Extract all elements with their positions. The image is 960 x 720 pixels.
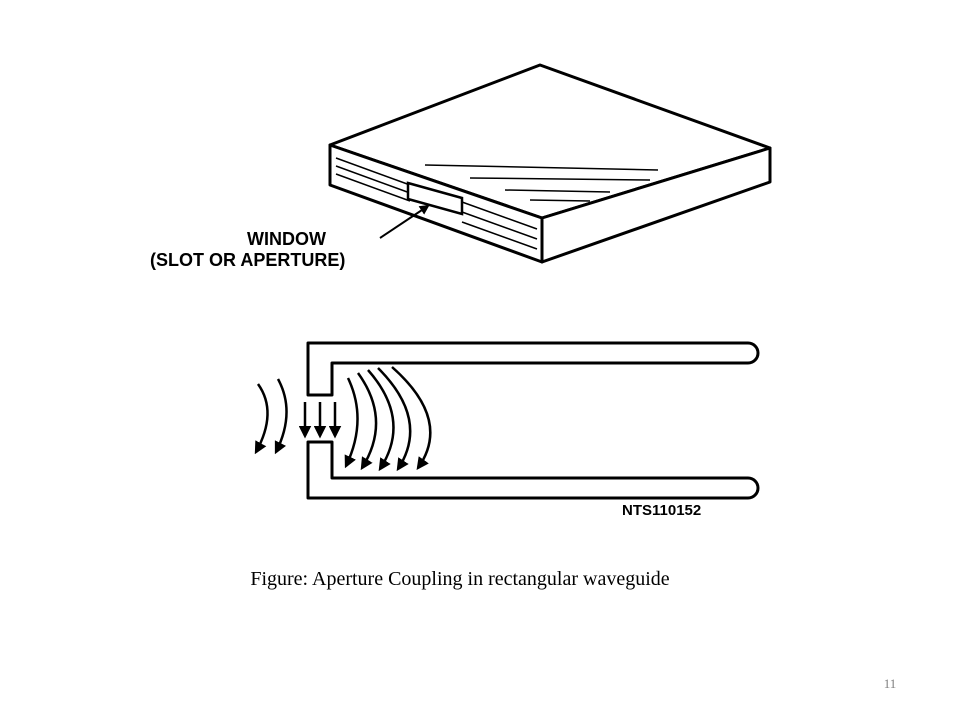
box-side-face — [540, 146, 772, 264]
window-label-line2: (SLOT OR APERTURE) — [150, 250, 345, 270]
lower-wall — [306, 440, 760, 500]
window-pointer-arrow — [379, 204, 430, 239]
drawing-code: NTS110152 — [622, 502, 701, 519]
waveguide-cross-section — [306, 341, 760, 500]
front-face-hatching — [335, 157, 538, 250]
waveguide-box — [328, 63, 772, 264]
incident-field-lines — [254, 378, 288, 455]
page-number: 11 — [883, 676, 897, 691]
upper-wall — [306, 341, 760, 397]
top-face-hatching — [424, 164, 659, 202]
figure-caption: Figure: Aperture Coupling in rectangular… — [250, 568, 670, 590]
aperture-arrows — [298, 402, 342, 439]
window-slot — [406, 181, 464, 216]
window-label-line1: WINDOW — [247, 229, 326, 249]
coupled-field-lines — [344, 366, 432, 472]
